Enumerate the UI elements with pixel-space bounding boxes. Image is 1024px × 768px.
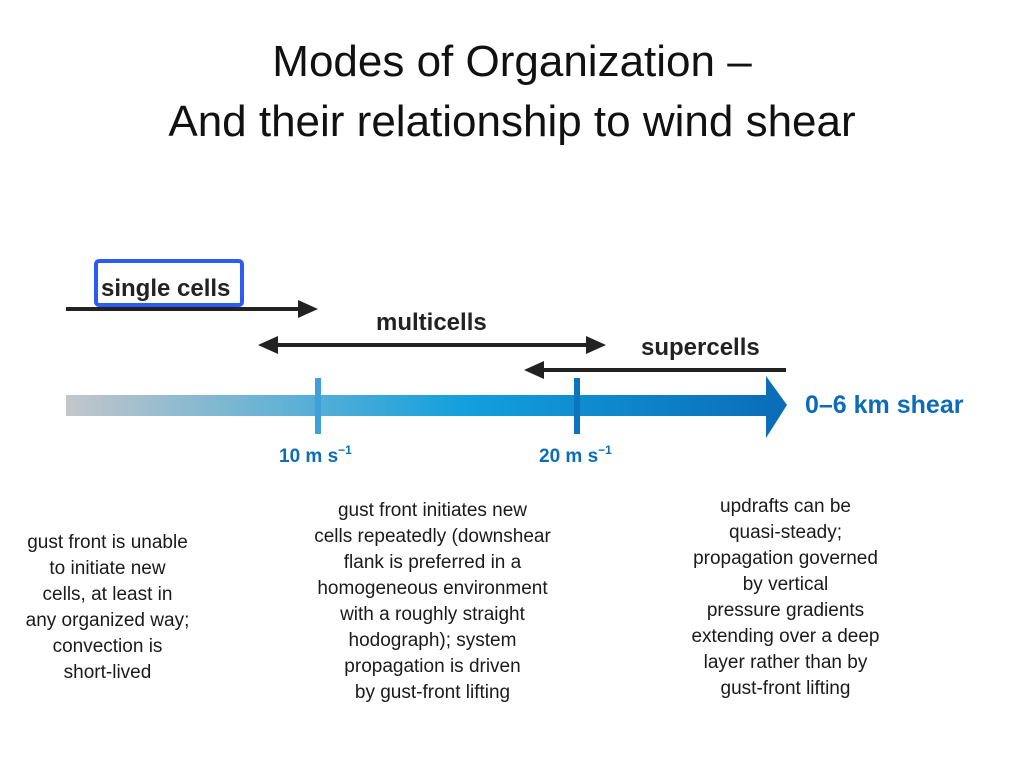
description-line: quasi-steady; bbox=[728, 522, 842, 543]
description-line: layer rather than by bbox=[703, 652, 868, 673]
description-line: pressure gradients bbox=[706, 600, 865, 621]
tick-mark-10 bbox=[315, 378, 321, 434]
description-line: hodograph); system bbox=[348, 630, 517, 651]
tick-label-10: 10 m s−1 bbox=[279, 443, 352, 467]
single-cells-highlight-box bbox=[94, 259, 244, 307]
single-cells-description: gust front is unable to initiate new cel… bbox=[5, 530, 210, 686]
description-line: propagation governed bbox=[693, 548, 878, 569]
shear-axis-arrow bbox=[66, 376, 787, 438]
description-line: gust front initiates new bbox=[337, 500, 528, 521]
supercells-description: updrafts can be quasi-steady; propagatio… bbox=[668, 494, 903, 702]
description-line: gust-front lifting bbox=[720, 678, 851, 699]
description-line: cells repeatedly (downshear bbox=[314, 526, 551, 547]
tick-label-10-value: 10 m s bbox=[279, 446, 338, 467]
tick-label-20-value: 20 m s bbox=[539, 446, 598, 467]
description-line: by vertical bbox=[742, 574, 829, 595]
multicells-description: gust front initiates new cells repeatedl… bbox=[290, 498, 575, 706]
multicells-label: multicells bbox=[376, 309, 487, 336]
supercells-label: supercells bbox=[641, 334, 760, 361]
tick-label-10-exponent: −1 bbox=[338, 443, 352, 457]
single-cells-range-arrow bbox=[66, 300, 318, 318]
description-line: flank is preferred in a bbox=[343, 552, 522, 573]
description-line: cells, at least in bbox=[42, 584, 173, 605]
description-line: any organized way; bbox=[25, 610, 190, 631]
description-line: extending over a deep bbox=[691, 626, 880, 647]
supercells-range-arrow bbox=[524, 361, 786, 379]
slide-title: Modes of Organization – And their relati… bbox=[0, 32, 1024, 152]
shear-axis-label: 0–6 km shear bbox=[805, 391, 964, 419]
single-cells-label: single cells bbox=[101, 275, 230, 302]
description-line: by gust-front lifting bbox=[354, 682, 511, 703]
description-line: homogeneous environment bbox=[317, 578, 548, 599]
tick-label-20: 20 m s−1 bbox=[539, 443, 612, 467]
description-line: updrafts can be bbox=[720, 496, 851, 517]
description-line: with a roughly straight bbox=[340, 604, 525, 625]
description-line: short-lived bbox=[63, 662, 152, 683]
description-line: to initiate new bbox=[49, 558, 166, 579]
description-line: propagation is driven bbox=[344, 656, 521, 677]
tick-label-20-exponent: −1 bbox=[598, 443, 612, 457]
title-line-1: Modes of Organization – bbox=[272, 37, 752, 86]
description-line: gust front is unable bbox=[27, 532, 188, 553]
tick-mark-20 bbox=[574, 378, 580, 434]
multicells-range-arrow bbox=[258, 336, 606, 354]
description-line: convection is bbox=[52, 636, 163, 657]
title-line-2: And their relationship to wind shear bbox=[168, 97, 856, 146]
